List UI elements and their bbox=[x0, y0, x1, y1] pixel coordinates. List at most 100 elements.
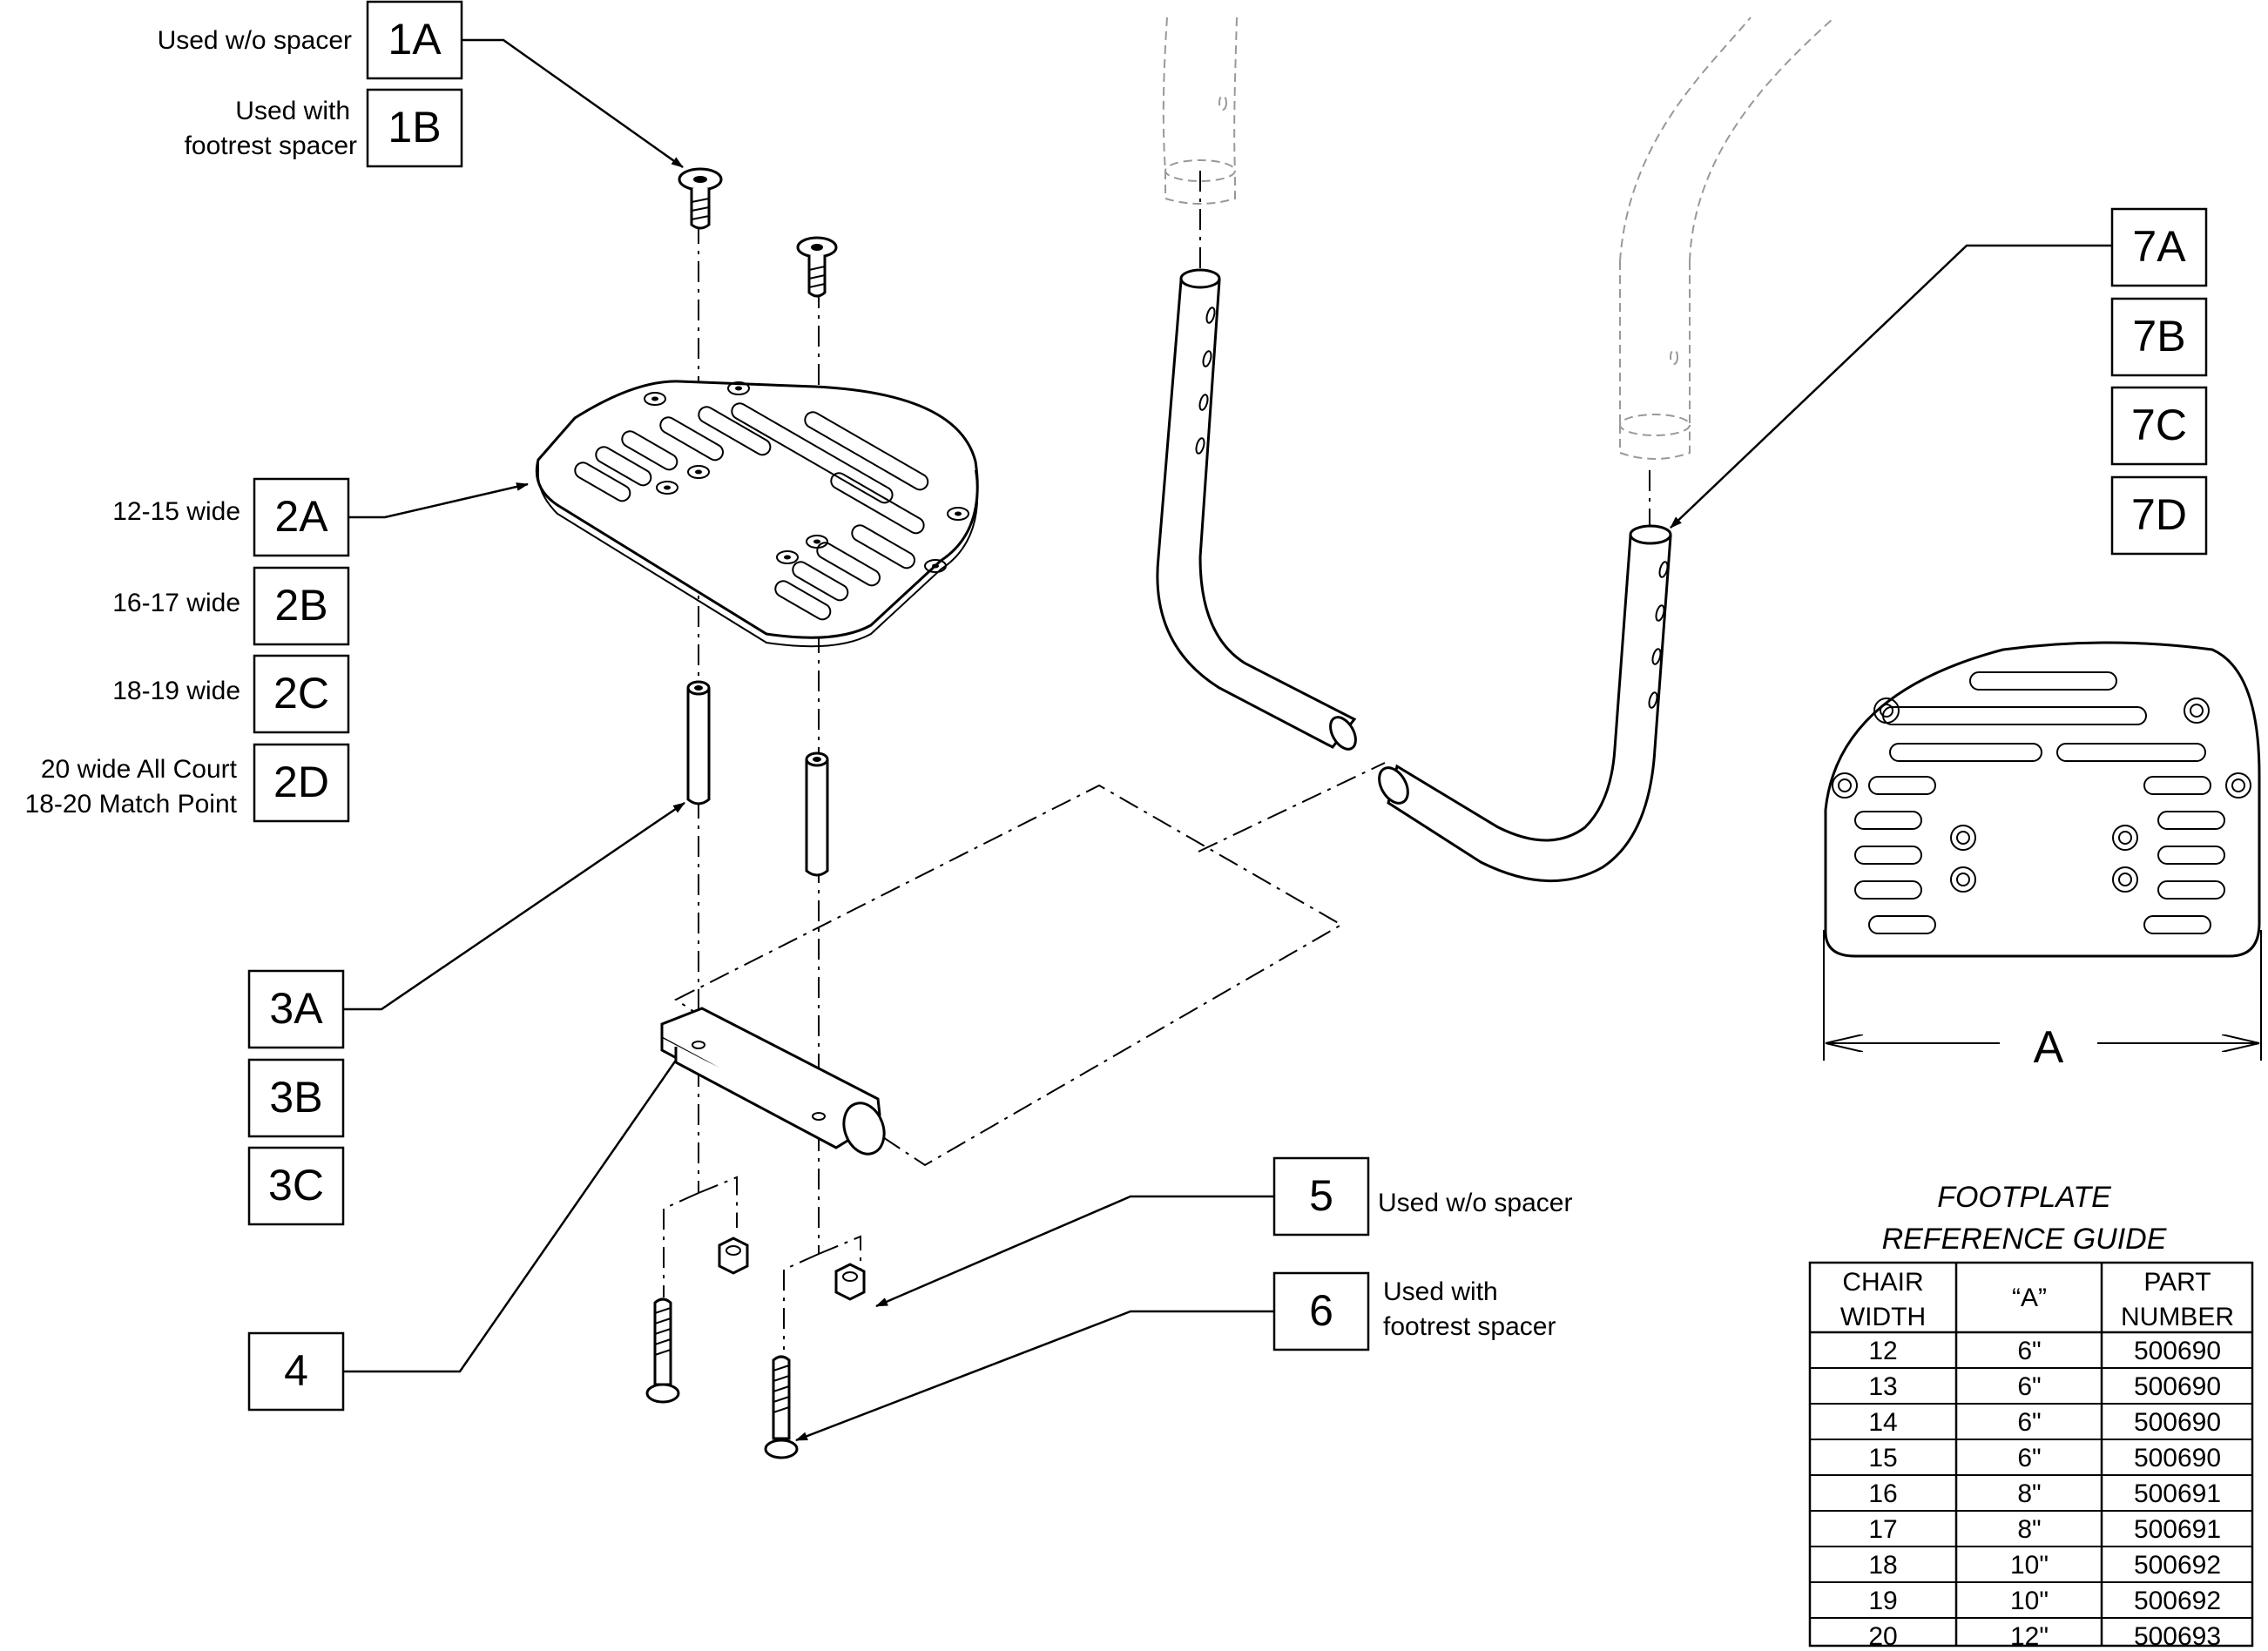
callout-1a-label: 1A bbox=[388, 15, 442, 64]
table-cell: 500690 bbox=[2134, 1444, 2221, 1472]
callout-5-label: 5 bbox=[1309, 1171, 1333, 1220]
callout-3b-label: 3B bbox=[269, 1073, 322, 1122]
table-cell: 12 bbox=[1868, 1337, 1897, 1365]
nut-right bbox=[834, 1263, 866, 1301]
footplate-slots bbox=[574, 402, 929, 621]
footplate-isometric bbox=[535, 380, 979, 648]
table-cell: 13 bbox=[1868, 1372, 1897, 1401]
table-cell: 500693 bbox=[2134, 1622, 2221, 1651]
table-cell: 14 bbox=[1868, 1408, 1897, 1437]
nut-left bbox=[718, 1237, 749, 1275]
callout-2a: 2A bbox=[253, 477, 350, 557]
header-a: “A” bbox=[2012, 1284, 2047, 1312]
table-cell: 10" bbox=[2010, 1551, 2049, 1580]
note-2a: 12-15 wide bbox=[112, 497, 240, 526]
table-cell: 10" bbox=[2010, 1587, 2049, 1615]
dimension-a-label: A bbox=[2034, 1022, 2064, 1073]
callout-2b-label: 2B bbox=[274, 581, 327, 630]
header-width: WIDTH bbox=[1840, 1303, 1926, 1331]
callout-1a: 1A bbox=[366, 0, 463, 80]
table-cell: 8" bbox=[2017, 1515, 2041, 1544]
callout-3c-label: 3C bbox=[268, 1161, 324, 1210]
dimension-a: A bbox=[1823, 930, 2262, 1073]
bolt-right bbox=[764, 1355, 799, 1459]
callout-3a-label: 3A bbox=[269, 984, 323, 1033]
callout-3a: 3A bbox=[247, 969, 345, 1049]
callout-6: 6 bbox=[1272, 1271, 1370, 1351]
note-6-line2: footrest spacer bbox=[1383, 1312, 1556, 1341]
callout-2c-label: 2C bbox=[273, 669, 329, 718]
reference-guide-title-line2: REFERENCE GUIDE bbox=[1882, 1223, 2167, 1256]
leader-2a bbox=[348, 482, 529, 519]
callout-2a-label: 2A bbox=[274, 492, 328, 541]
note-6-line1: Used with bbox=[1383, 1277, 1498, 1306]
note-1b-line1: Used with bbox=[235, 97, 350, 125]
table-cell: 18 bbox=[1868, 1551, 1897, 1580]
table-cell: 500692 bbox=[2134, 1587, 2221, 1615]
table-row: 19 10" 500692 bbox=[1868, 1587, 2221, 1615]
table-cell: 500690 bbox=[2134, 1408, 2221, 1437]
spacer-left bbox=[686, 680, 711, 805]
note-1b-line2: footrest spacer bbox=[185, 131, 357, 160]
callout-6-label: 6 bbox=[1309, 1286, 1333, 1335]
note-5: Used w/o spacer bbox=[1378, 1189, 1572, 1217]
callout-2b: 2B bbox=[253, 566, 350, 646]
clamp-bracket bbox=[660, 1007, 886, 1156]
footplate-top-view: A bbox=[1823, 641, 2262, 1073]
leader-3a bbox=[343, 801, 685, 1011]
table-row: 14 6" 500690 bbox=[1868, 1408, 2221, 1437]
phantom-frame-tubes bbox=[1162, 17, 1835, 460]
bolt-left bbox=[645, 1297, 680, 1404]
callout-7d-label: 7D bbox=[2131, 490, 2187, 539]
leader-1a bbox=[462, 38, 684, 169]
callout-1b-label: 1B bbox=[388, 103, 441, 152]
table-cell: 8" bbox=[2017, 1479, 2041, 1508]
callout-7d: 7D bbox=[2110, 475, 2208, 556]
reference-guide-title-line1: FOOTPLATE bbox=[1937, 1181, 2111, 1214]
table-cell: 500691 bbox=[2134, 1479, 2221, 1508]
top-view-slots bbox=[1854, 671, 2225, 934]
callout-7a: 7A bbox=[2110, 207, 2208, 287]
table-cell: 6" bbox=[2017, 1408, 2041, 1437]
table-cell: 500690 bbox=[2134, 1372, 2221, 1401]
table-cell: 6" bbox=[2017, 1444, 2041, 1472]
note-1a: Used w/o spacer bbox=[158, 26, 352, 55]
table-row: 15 6" 500690 bbox=[1868, 1444, 2221, 1472]
table-cell: 19 bbox=[1868, 1587, 1897, 1615]
note-2d-line1: 20 wide All Court bbox=[41, 755, 238, 784]
leader-7a bbox=[1670, 244, 2112, 529]
leader-6 bbox=[795, 1310, 1274, 1442]
note-2c: 18-19 wide bbox=[112, 677, 240, 705]
note-2b: 16-17 wide bbox=[112, 589, 240, 617]
callout-7c-label: 7C bbox=[2131, 401, 2187, 449]
header-part: PART bbox=[2143, 1268, 2211, 1297]
leader-5 bbox=[875, 1195, 1274, 1308]
leader-lines bbox=[343, 38, 2112, 1442]
footplate-reference-guide: FOOTPLATE REFERENCE GUIDE CHAIR WIDTH “A… bbox=[1808, 1181, 2254, 1651]
table-cell: 15 bbox=[1868, 1444, 1897, 1472]
note-2d-line2: 18-20 Match Point bbox=[25, 790, 238, 819]
header-chair: CHAIR bbox=[1842, 1268, 1923, 1297]
callout-4-label: 4 bbox=[284, 1346, 308, 1395]
screw-1-right bbox=[796, 236, 838, 298]
table-row: 16 8" 500691 bbox=[1868, 1479, 2221, 1508]
footplate-holes bbox=[644, 381, 969, 573]
callout-2d-label: 2D bbox=[273, 758, 329, 806]
table-cell: 6" bbox=[2017, 1337, 2041, 1365]
callout-3c: 3C bbox=[247, 1146, 345, 1226]
callout-2d: 2D bbox=[253, 743, 350, 823]
table-cell: 16 bbox=[1868, 1479, 1897, 1508]
table-cell: 12" bbox=[2010, 1622, 2049, 1651]
top-view-holes bbox=[1832, 697, 2251, 893]
callout-2c: 2C bbox=[253, 654, 350, 734]
table-cell: 500691 bbox=[2134, 1515, 2221, 1544]
callout-5: 5 bbox=[1272, 1156, 1370, 1237]
screw-1-left bbox=[678, 167, 723, 230]
